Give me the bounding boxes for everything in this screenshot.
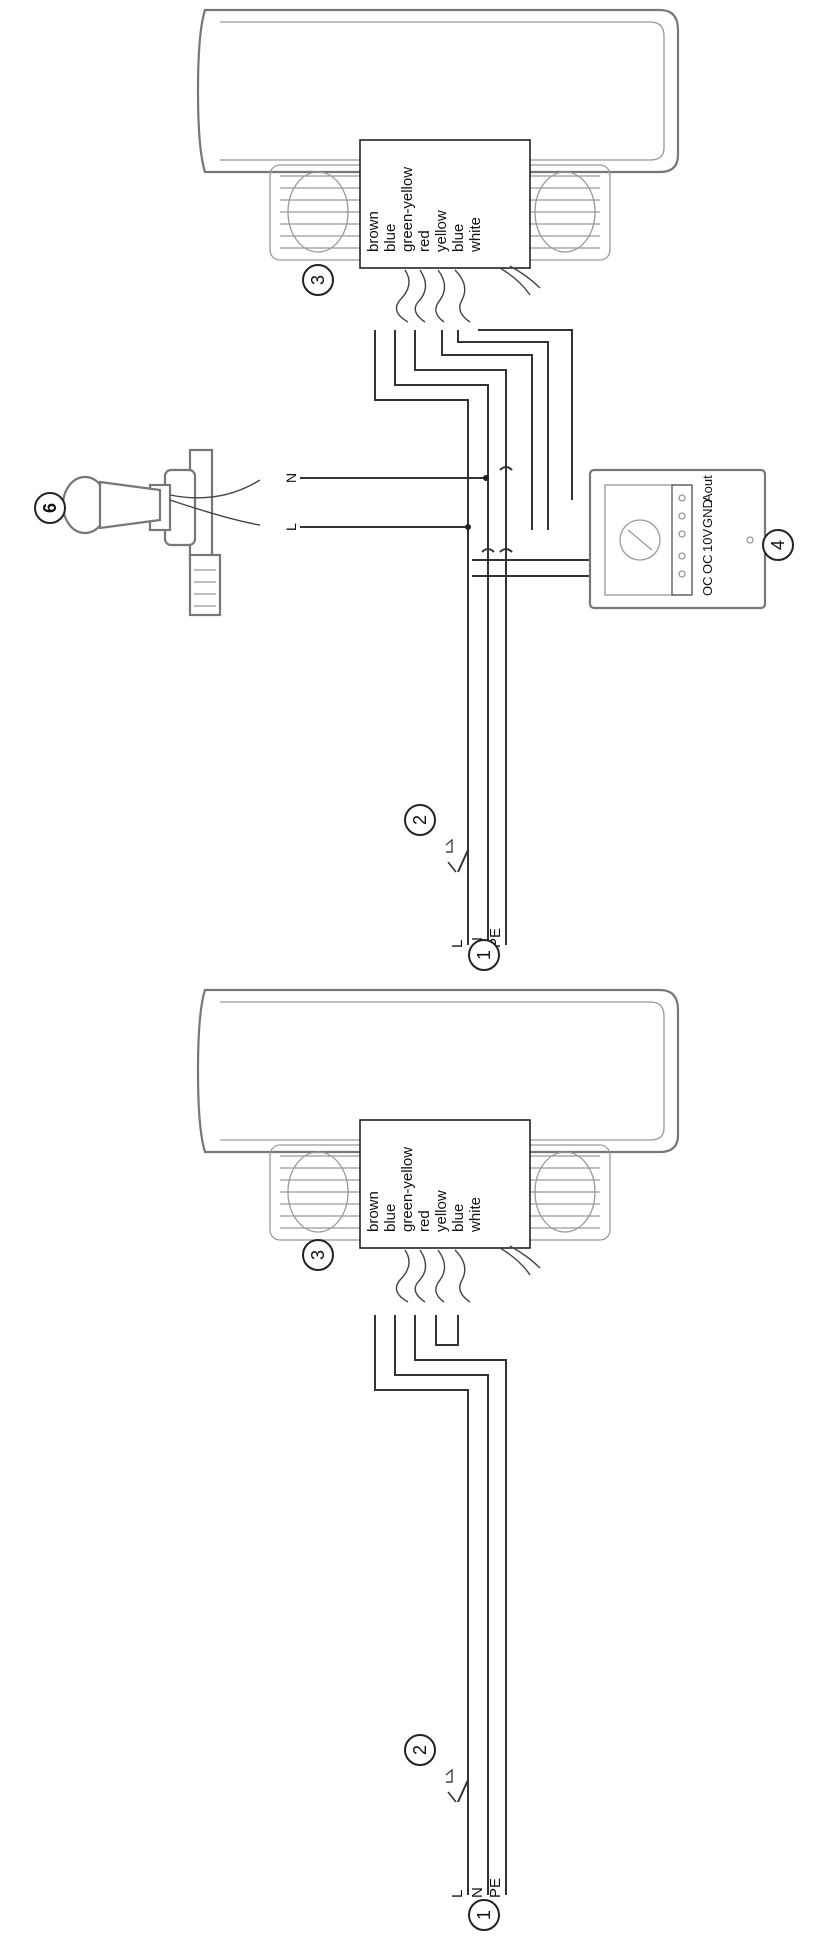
switch-a <box>445 838 469 873</box>
unit-housing-b <box>196 988 680 1241</box>
diagram-a: brown blue green-yellow red yellow blue … <box>34 8 794 971</box>
callout-1-b-label: 1 <box>474 1910 494 1920</box>
callout-3-a-label: 3 <box>308 275 328 285</box>
supply-label-l-b: L <box>449 1890 466 1898</box>
callout-4-label: 4 <box>768 540 788 550</box>
callout-6: 6 <box>34 492 66 524</box>
controller-term-oc2: OC <box>700 555 715 575</box>
wire-label-box-b: brown blue green-yellow red yellow blue … <box>359 1119 531 1249</box>
callout-3-a: 3 <box>302 264 334 296</box>
controller-term-aout: Aout <box>700 475 715 502</box>
wire-label-a-6: white <box>467 217 484 253</box>
supply-label-pe-b: PE <box>487 1878 504 1898</box>
valve-6: N L <box>61 448 299 617</box>
callout-4: 4 <box>762 529 794 561</box>
wire-label-b-3: red <box>416 1210 433 1232</box>
callout-1-a: 1 <box>468 939 500 971</box>
callout-6-label: 6 <box>40 503 60 513</box>
switch-b <box>445 1768 469 1803</box>
callout-2-b: 2 <box>404 1734 436 1766</box>
wire-label-a-4: yellow <box>433 210 450 252</box>
wire-label-a-3: red <box>416 230 433 252</box>
callout-2-a-label: 2 <box>410 815 430 825</box>
supply-labels-b: L N PE <box>449 1878 504 1898</box>
wire-label-b-0: brown <box>365 1191 382 1232</box>
controller-terminal-block <box>671 484 693 596</box>
callout-1-a-label: 1 <box>474 950 494 960</box>
controller-term-gnd: GND <box>700 499 715 528</box>
wire-label-b-5: blue <box>450 1204 467 1232</box>
controller-term-oc1: OC <box>700 577 715 597</box>
valve-label-l: L <box>283 523 299 531</box>
callout-2-b-label: 2 <box>410 1745 430 1755</box>
controller-4: OC OC 10V GND Aout <box>588 468 767 610</box>
cable-bundle-b <box>395 1245 541 1303</box>
callout-1-b: 1 <box>468 1899 500 1931</box>
supply-label-l-a: L <box>449 940 466 948</box>
unit-housing-a <box>196 8 680 261</box>
wire-label-b-4: yellow <box>433 1190 450 1232</box>
callout-3-b-label: 3 <box>308 1250 328 1260</box>
wire-label-b-1: blue <box>382 1204 399 1232</box>
wires-b <box>374 1315 507 1895</box>
supply-label-n-b: N <box>469 1887 486 1898</box>
wires-a <box>300 329 680 945</box>
callout-3-b: 3 <box>302 1239 334 1271</box>
controller-term-10v: 10V <box>700 529 715 552</box>
diagram-b: brown blue green-yellow red yellow blue … <box>196 988 680 1931</box>
wire-label-b-2: green-yellow <box>399 1147 416 1232</box>
wire-label-a-5: blue <box>450 224 467 252</box>
wire-label-a-0: brown <box>365 211 382 252</box>
valve-label-n: N <box>283 473 299 483</box>
wire-label-a-1: blue <box>382 224 399 252</box>
cable-bundle-a <box>395 265 541 323</box>
wire-label-b-6: white <box>467 1197 484 1233</box>
wire-label-box-a: brown blue green-yellow red yellow blue … <box>359 139 531 269</box>
callout-2-a: 2 <box>404 804 436 836</box>
wire-label-a-2: green-yellow <box>399 167 416 252</box>
